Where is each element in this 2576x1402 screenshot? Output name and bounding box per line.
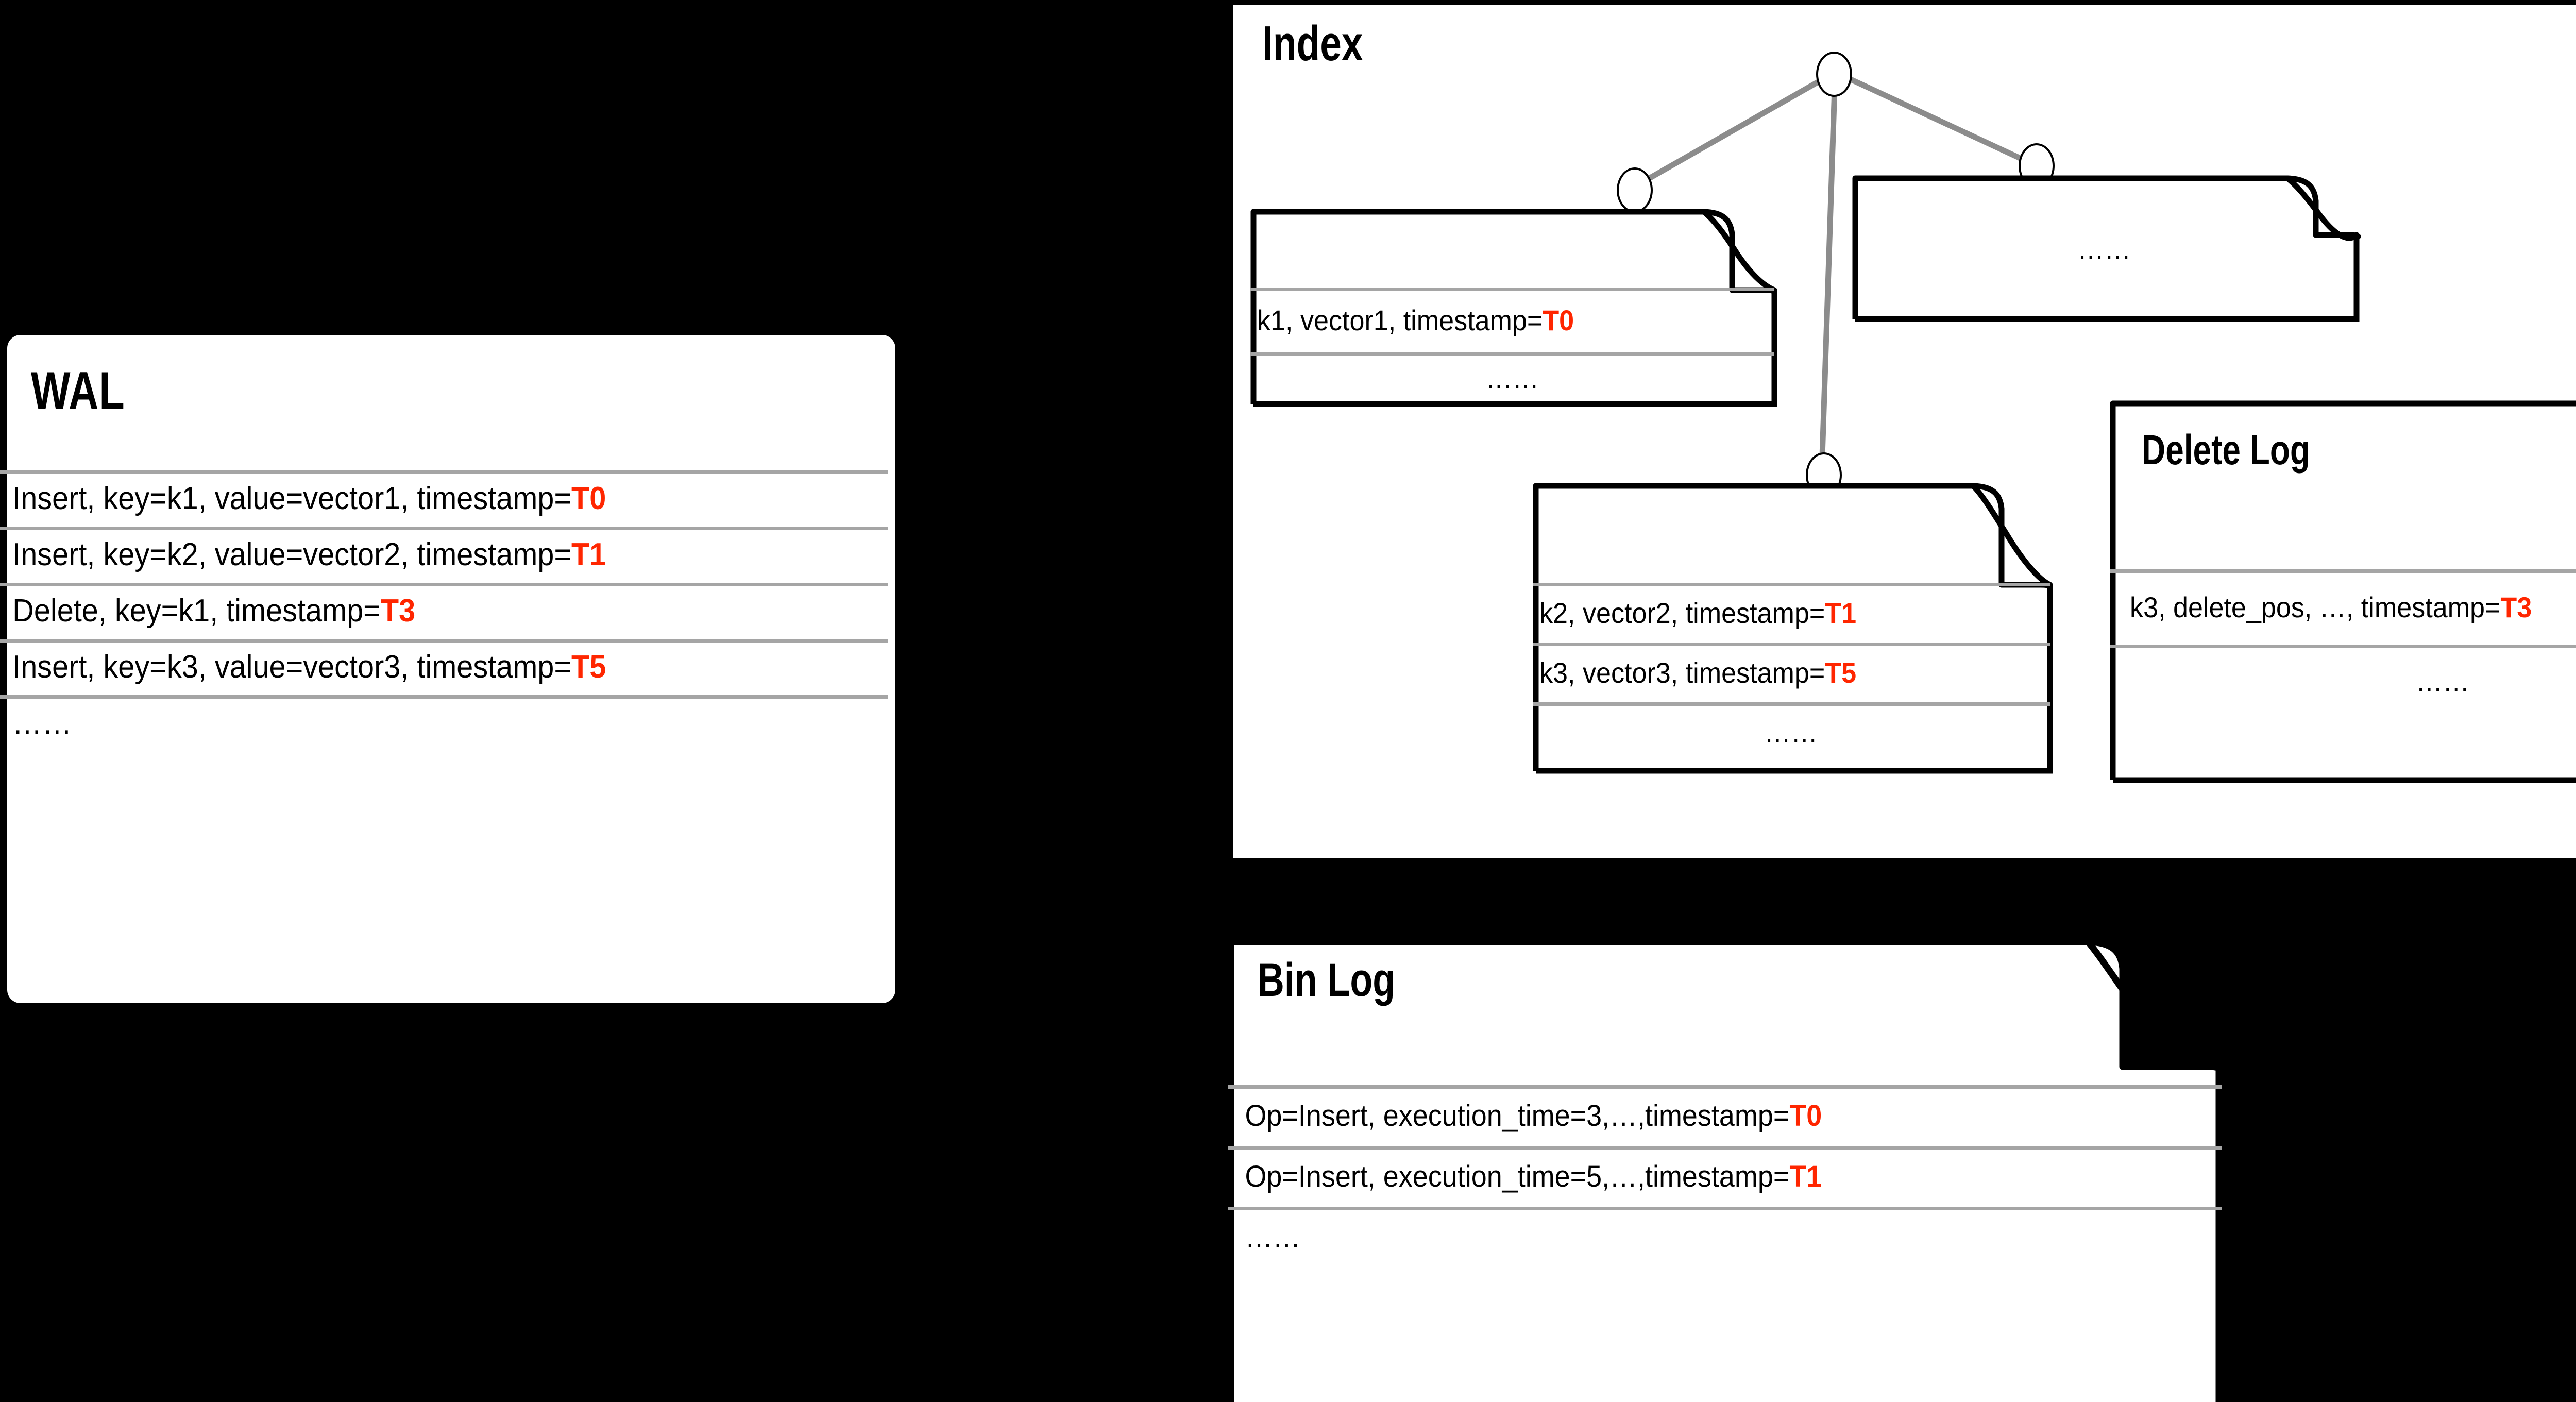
bin-log-row: Op=Insert, execution_time=3,…,timestamp=… — [1228, 1085, 2222, 1146]
index-tree-root-node[interactable] — [1816, 52, 1852, 97]
bin-log-panel: Bin Log Op=Insert, execution_time=3,…,ti… — [1227, 938, 2223, 1402]
index-card-row: …… — [1852, 223, 2360, 275]
index-card-row-text: …… — [1764, 716, 1818, 749]
index-card-row-text: k2, vector2, timestamp=T1 — [1539, 596, 1857, 629]
index-card-row-timestamp: T0 — [1543, 303, 1574, 336]
index-tree-edges — [1631, 70, 2036, 472]
bin-log-title: Bin Log — [1258, 954, 1396, 1006]
wal-title: WAL — [31, 361, 125, 421]
wal-separator — [0, 470, 888, 474]
delete-log-row: …… — [2110, 645, 2576, 717]
delete-log-row-text: …… — [2416, 664, 2470, 697]
index-card-leaf-k2-k3: k2, vector2, timestamp=T1 k3, vector3, t… — [1533, 482, 2053, 774]
delete-log-row-timestamp: T3 — [2500, 590, 2532, 623]
wal-row-timestamp: T0 — [571, 481, 606, 516]
wal-row-text: …… — [12, 705, 72, 741]
index-card-row-text: k3, vector3, timestamp=T5 — [1539, 656, 1857, 689]
index-card-separator — [1533, 702, 2050, 706]
index-title: Index — [1262, 16, 1363, 71]
index-card-separator — [1250, 352, 1774, 356]
index-card-separator — [1533, 643, 2050, 646]
delete-log-title: Delete Log — [2142, 427, 2310, 474]
bin-log-row-text: …… — [1245, 1220, 1301, 1254]
index-card-row: k1, vector1, timestamp=T0 — [1250, 288, 1777, 352]
wal-separator — [0, 639, 888, 643]
bin-log-row: …… — [1228, 1207, 2222, 1268]
wal-row: Insert, key=k1, value=vector1, timestamp… — [0, 470, 888, 527]
wal-row-timestamp: T1 — [571, 537, 606, 572]
index-card-row: k2, vector2, timestamp=T1 — [1533, 583, 2053, 643]
wal-row-timestamp: T3 — [380, 593, 416, 629]
wal-separator — [0, 695, 888, 699]
wal-row-text: Insert, key=k2, value=vector2, timestamp… — [12, 537, 606, 572]
bin-log-separator — [1228, 1207, 2222, 1210]
index-card-leaf-ellipsis: …… — [1852, 174, 2361, 322]
index-card-row: k3, vector3, timestamp=T5 — [1533, 643, 2053, 702]
bin-log-row-timestamp: T0 — [1789, 1099, 1822, 1133]
wal-row: Insert, key=k2, value=vector2, timestamp… — [0, 527, 888, 583]
index-card-leaf-k1: k1, vector1, timestamp=T0 …… — [1250, 208, 1777, 407]
index-card-separator — [1533, 583, 2050, 586]
bin-log-row: Op=Insert, execution_time=5,…,timestamp=… — [1228, 1146, 2222, 1207]
index-card-row-text: …… — [1485, 362, 1539, 395]
wal-separator — [0, 583, 888, 586]
index-card-row: …… — [1250, 352, 1777, 404]
index-tree-child-node-left[interactable] — [1617, 167, 1653, 213]
wal-row-timestamp: T5 — [571, 649, 606, 685]
wal-row: Delete, key=k1, timestamp=T3 — [0, 583, 888, 639]
wal-row-text: Delete, key=k1, timestamp=T3 — [12, 593, 416, 629]
bin-log-separator — [1228, 1085, 2222, 1089]
wal-row-text: Insert, key=k1, value=vector1, timestamp… — [12, 481, 606, 516]
index-card-row-text: k1, vector1, timestamp=T0 — [1257, 303, 1574, 336]
index-card-row-timestamp: T5 — [1825, 656, 1857, 689]
index-card-row-text: …… — [2077, 232, 2131, 265]
delete-log-row-text: k3, delete_pos, …, timestamp=T3 — [2130, 590, 2532, 623]
delete-log-card: Delete Log k3, delete_pos, …, timestamp=… — [2110, 399, 2576, 783]
index-card-row: …… — [1533, 702, 2053, 762]
wal-panel — [7, 335, 895, 1003]
delete-log-separator — [2110, 569, 2576, 573]
bin-log-row-text: Op=Insert, execution_time=5,…,timestamp=… — [1245, 1159, 1822, 1193]
index-card-separator — [1250, 288, 1774, 291]
index-card-row-timestamp: T1 — [1825, 596, 1857, 629]
wal-row: …… — [0, 695, 888, 751]
bin-log-row-timestamp: T1 — [1789, 1159, 1822, 1193]
bin-log-separator — [1228, 1146, 2222, 1150]
wal-row-text: Insert, key=k3, value=vector3, timestamp… — [12, 649, 606, 685]
wal-row: Insert, key=k3, value=vector3, timestamp… — [0, 639, 888, 695]
wal-separator — [0, 527, 888, 530]
delete-log-separator — [2110, 645, 2576, 648]
delete-log-row: k3, delete_pos, …, timestamp=T3 — [2110, 569, 2576, 645]
bin-log-row-text: Op=Insert, execution_time=3,…,timestamp=… — [1245, 1099, 1822, 1133]
